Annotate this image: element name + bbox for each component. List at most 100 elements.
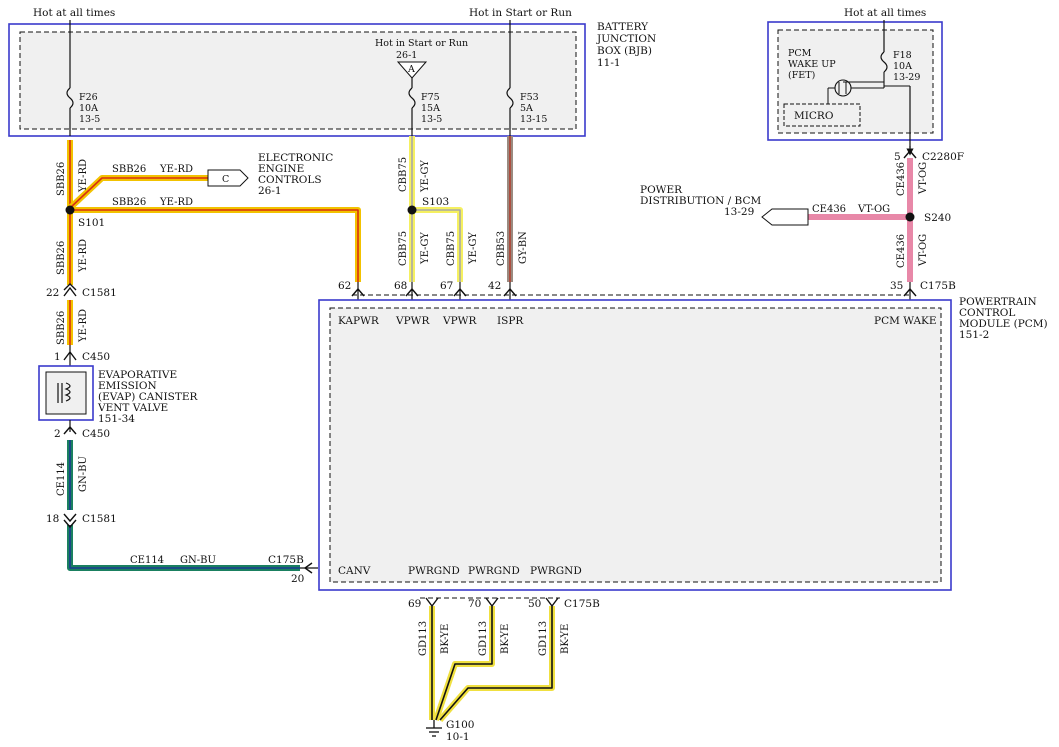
wire-label-ye-rd-e: YE-RD	[78, 309, 89, 343]
wire-label-gy-bn: GY-BN	[518, 231, 529, 264]
wire-label-sbb26-e: SBB26	[56, 311, 67, 345]
fuse-f75-amp: 15A	[421, 103, 440, 114]
connector-c1581-a: C1581	[82, 287, 117, 299]
fuse-f75-icon	[408, 87, 416, 109]
fuse-f26-amp: 10A	[79, 103, 98, 114]
wire-label-gn-bu-b: GN-BU	[180, 555, 216, 566]
power-dist-label-2: DISTRIBUTION / BCM	[640, 195, 761, 207]
pin-50: 50	[528, 598, 541, 610]
bjb-label-1: BATTERY	[597, 21, 649, 33]
power-dist-label-1: POWER	[640, 184, 683, 196]
fuse-f53-label: F53	[520, 92, 539, 103]
fuse-f26-label: F26	[79, 92, 98, 103]
wire-label-ce436-c: CE436	[812, 204, 846, 215]
fuse-f18-icon	[880, 51, 888, 73]
fuse-f53-icon	[506, 87, 514, 109]
eec-label-1: ELECTRONIC	[258, 152, 333, 164]
connector-c1581-b: C1581	[82, 513, 117, 525]
wire-label-vt-og-c: VT-OG	[857, 204, 890, 215]
pin-69: 69	[408, 598, 421, 610]
pcm-pin-pwrgnd-3: PWRGND	[530, 565, 582, 577]
wire-label-ye-rd-a: YE-RD	[78, 159, 89, 193]
pcm-wakeup-label-2: WAKE UP	[788, 59, 836, 70]
connector-c175b-left: C175B	[268, 554, 304, 566]
wire-label-sbb26-d: SBB26	[56, 241, 67, 275]
battery-junction-box	[8, 23, 586, 137]
wire-label-bk-ye-c: BK-YE	[560, 624, 571, 654]
wire-label-ye-gy-c: YE-GY	[468, 232, 479, 265]
connector-c450-b: C450	[82, 428, 110, 440]
fuse-f18-amp: 10A	[893, 61, 912, 72]
pin-62: 62	[338, 280, 351, 292]
hot-in-start-run-inner: Hot in Start or Run	[375, 38, 468, 49]
pcm-label-3: MODULE (PCM)	[959, 318, 1048, 330]
connector-c-icon	[207, 169, 249, 187]
pin-18: 18	[46, 513, 59, 525]
fuse-f53-amp: 5A	[520, 103, 533, 114]
wire-gd113-bk-ye	[429, 606, 555, 722]
pcm-pin-vpwr-1: VPWR	[395, 315, 430, 327]
fuse-f26-ref: 13-5	[79, 114, 100, 125]
wire-label-vt-og-a: VT-OG	[918, 162, 929, 195]
splice-s240-label: S240	[924, 212, 951, 224]
fuse-f18-label: F18	[893, 50, 912, 61]
bjb-label-3: BOX (BJB)	[597, 45, 652, 57]
wire-label-bk-ye-a: BK-YE	[440, 624, 451, 654]
ground-g100-ref: 10-1	[446, 731, 470, 743]
pcm-pin-pwrgnd-1: PWRGND	[408, 565, 460, 577]
pcm-pin-pwrgnd-2: PWRGND	[468, 565, 520, 577]
micro-label: MICRO	[794, 110, 834, 122]
wire-label-cbb53: CBB53	[496, 231, 507, 266]
wire-label-ce114-a: CE114	[56, 462, 67, 496]
wire-label-cbb75-c: CBB75	[446, 231, 457, 266]
wire-label-gd113-a: GD113	[418, 621, 429, 656]
connector-c175b-top: C175B	[920, 280, 956, 292]
fuse-f53-ref: 13-15	[520, 114, 547, 125]
pcm-pin-ispr: ISPR	[497, 315, 524, 327]
fuse-f18-ref: 13-29	[893, 72, 920, 83]
pcm-label-1: POWERTRAIN	[959, 296, 1037, 308]
pcm-wakeup-label-1: PCM	[788, 48, 812, 59]
fuse-f75-label: F75	[421, 92, 440, 103]
evap-vent-valve	[38, 365, 94, 421]
wire-label-ye-gy-a: YE-GY	[420, 160, 431, 193]
connector-c-label: C	[222, 174, 229, 185]
wire-sbb26-ye-rd	[67, 140, 361, 345]
pin-67: 67	[440, 280, 453, 292]
power-dist-label-3: 13-29	[724, 206, 754, 218]
pcm-label-4: 151-2	[959, 329, 989, 341]
wire-label-gd113-b: GD113	[478, 621, 489, 656]
pin-1: 1	[54, 351, 61, 363]
pcm-pin-wake: PCM WAKE	[874, 315, 937, 327]
pin-68: 68	[394, 280, 407, 292]
evap-label-1: EVAPORATIVE	[98, 369, 177, 381]
eec-label-4: 26-1	[258, 185, 282, 197]
pin-35: 35	[890, 280, 903, 292]
ground-icon	[426, 720, 442, 737]
wire-label-gn-bu-a: GN-BU	[78, 456, 89, 492]
evap-label-3: (EVAP) CANISTER	[98, 391, 199, 403]
fet-switch-icon	[827, 72, 910, 104]
hot-in-start-run-top: Hot in Start or Run	[469, 7, 572, 19]
connector-c175b-bottom: C175B	[564, 598, 600, 610]
fuse-f75-ref: 13-5	[421, 114, 442, 125]
splice-s101-label: S101	[78, 217, 105, 229]
pcm-pin-kapwr: KAPWR	[338, 315, 380, 327]
connector-a-label: A	[407, 64, 415, 75]
pin-42: 42	[488, 280, 501, 292]
wire-label-sbb26-a: SBB26	[56, 162, 67, 196]
pcm-top-pins	[351, 282, 917, 300]
wire-ce114-gn-bu	[67, 440, 300, 571]
bjb-label-4: 11-1	[597, 57, 621, 69]
evap-label-2: EMISSION	[98, 380, 157, 392]
pcm-label-2: CONTROL	[959, 307, 1015, 319]
connector-c450-a: C450	[82, 351, 110, 363]
wire-label-ye-rd-c: YE-RD	[159, 197, 193, 208]
powertrain-control-module	[318, 299, 952, 591]
wire-ce436-vt-og	[808, 158, 913, 282]
wire-label-gd113-c: GD113	[538, 621, 549, 656]
wire-label-ye-gy-b: YE-GY	[420, 232, 431, 265]
wire-label-bk-ye-b: BK-YE	[500, 624, 511, 654]
hot-at-all-times-right: Hot at all times	[844, 7, 926, 19]
splice-s101	[65, 205, 75, 215]
